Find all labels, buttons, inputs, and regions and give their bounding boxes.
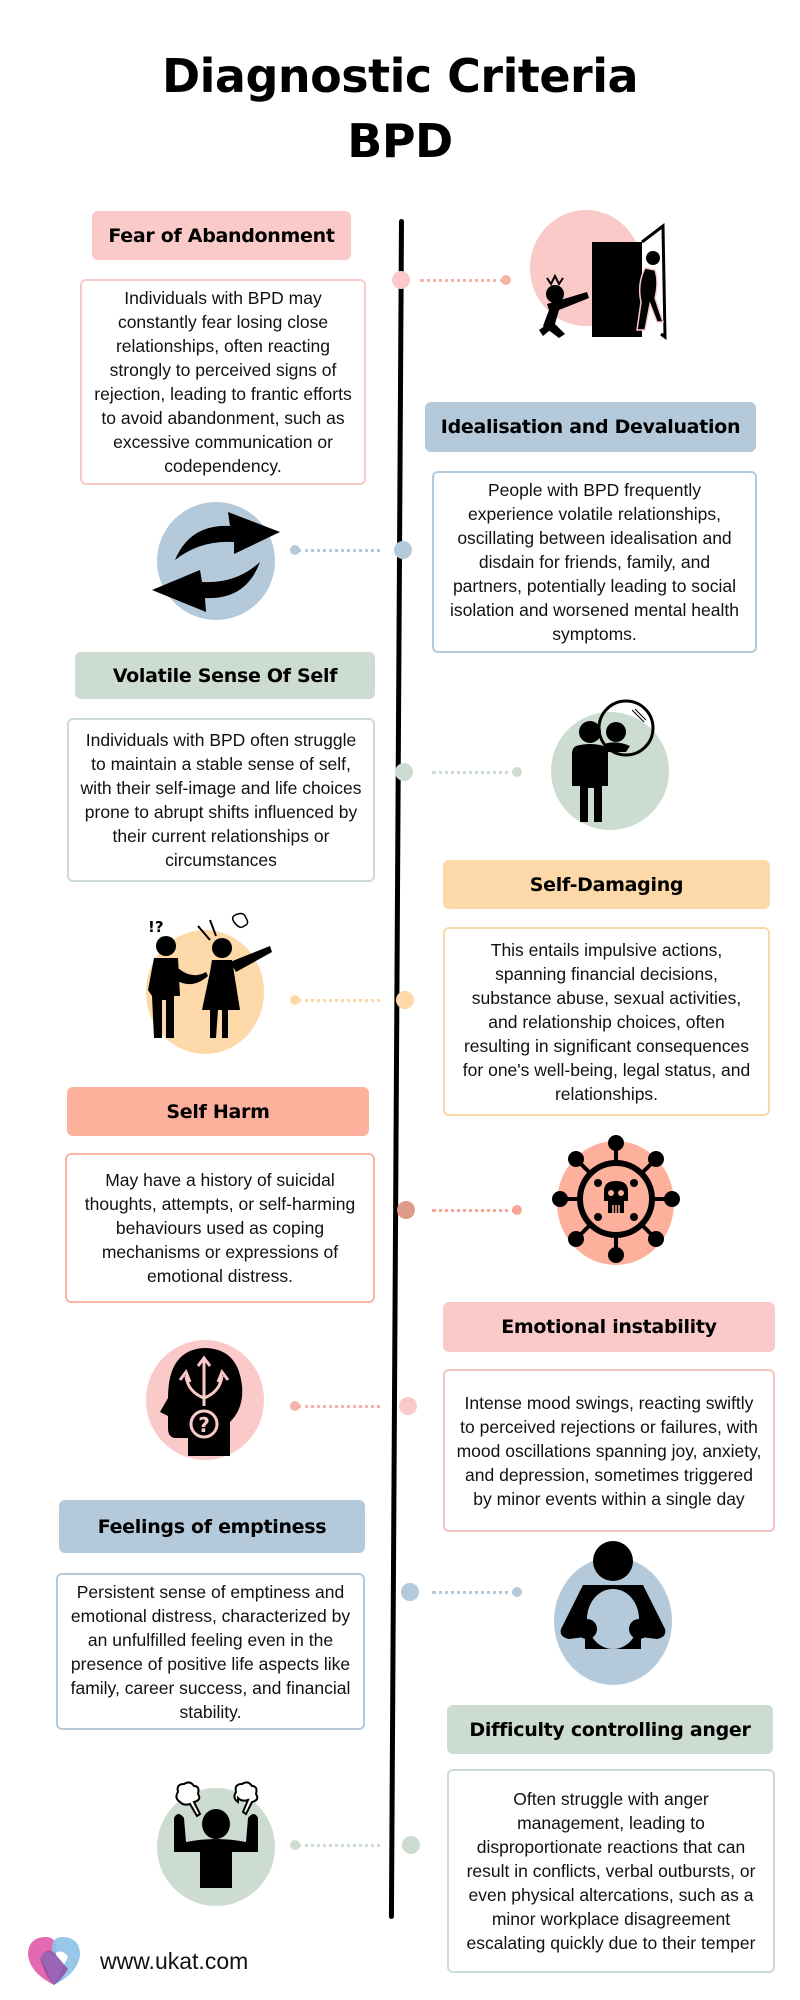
criterion-description: Persistent sense of emptiness and emotio… [56, 1573, 365, 1730]
criterion-title: Feelings of emptiness [59, 1500, 365, 1553]
skull-virus-icon [552, 1135, 680, 1263]
timeline-node [399, 1397, 417, 1415]
connector-end-dot [512, 767, 522, 777]
timeline-line [388, 219, 404, 1919]
timeline-node [395, 763, 413, 781]
criterion-description: Individuals with BPD often struggle to m… [67, 718, 375, 882]
icon-background-circle [157, 502, 275, 620]
connector-end-dot [290, 995, 300, 1005]
page-title-line1: Diagnostic Criteria [161, 49, 639, 103]
connector-line [298, 1405, 380, 1408]
svg-text:?: ? [198, 1413, 210, 1437]
connector-line [420, 279, 504, 282]
connector-end-dot [512, 1587, 522, 1597]
angry-person-steam-icon [174, 1781, 259, 1888]
timeline-node [392, 271, 410, 289]
connector-line [298, 999, 380, 1002]
connector-end-dot [290, 545, 300, 555]
connector-line [432, 1591, 516, 1594]
criterion-title: Volatile Sense Of Self [75, 652, 375, 699]
ukat-heart-hands-logo[interactable] [26, 1935, 82, 1987]
criterion-description: This entails impulsive actions, spanning… [443, 927, 770, 1116]
criterion-title: Idealisation and Devaluation [425, 402, 756, 452]
connector-end-dot [290, 1401, 300, 1411]
criterion-title: Self-Damaging [443, 860, 770, 909]
criterion-title: Self Harm [67, 1087, 369, 1136]
criterion-title: Difficulty controlling anger [447, 1705, 773, 1754]
timeline-node [396, 991, 414, 1009]
criterion-title: Emotional instability [443, 1302, 775, 1352]
connector-end-dot [512, 1205, 522, 1215]
criterion-description: People with BPD frequently experience vo… [432, 471, 757, 653]
svg-text:!?: !? [148, 918, 164, 936]
timeline-node [402, 1836, 420, 1854]
timeline-node [394, 541, 412, 559]
timeline-node [401, 1583, 419, 1601]
connector-line [298, 549, 380, 552]
criterion-title: Fear of Abandonment [92, 211, 351, 260]
criterion-description: May have a history of suicidal thoughts,… [65, 1153, 375, 1303]
arguing-couple-icon: !? [148, 912, 272, 1038]
criterion-description: Individuals with BPD may constantly fear… [80, 279, 366, 485]
person-empty-chest-icon [560, 1541, 666, 1649]
connector-line [298, 1844, 380, 1847]
person-mirror-icon [572, 699, 655, 822]
swap-arrows-icon [152, 512, 280, 612]
page-title-line2: BPD [347, 114, 453, 168]
criterion-description: Intense mood swings, reacting swiftly to… [443, 1369, 775, 1532]
timeline-node [397, 1201, 415, 1219]
connector-line [432, 771, 516, 774]
head-question-arrows-icon: ? [160, 1348, 243, 1456]
connector-line [432, 1209, 516, 1212]
person-reaching-for-leaving-person-icon [539, 223, 667, 340]
connector-end-dot [501, 275, 511, 285]
connector-end-dot [290, 1840, 300, 1850]
criterion-description: Often struggle with anger management, le… [447, 1769, 775, 1973]
website-link[interactable]: www.ukat.com [100, 1948, 249, 1974]
